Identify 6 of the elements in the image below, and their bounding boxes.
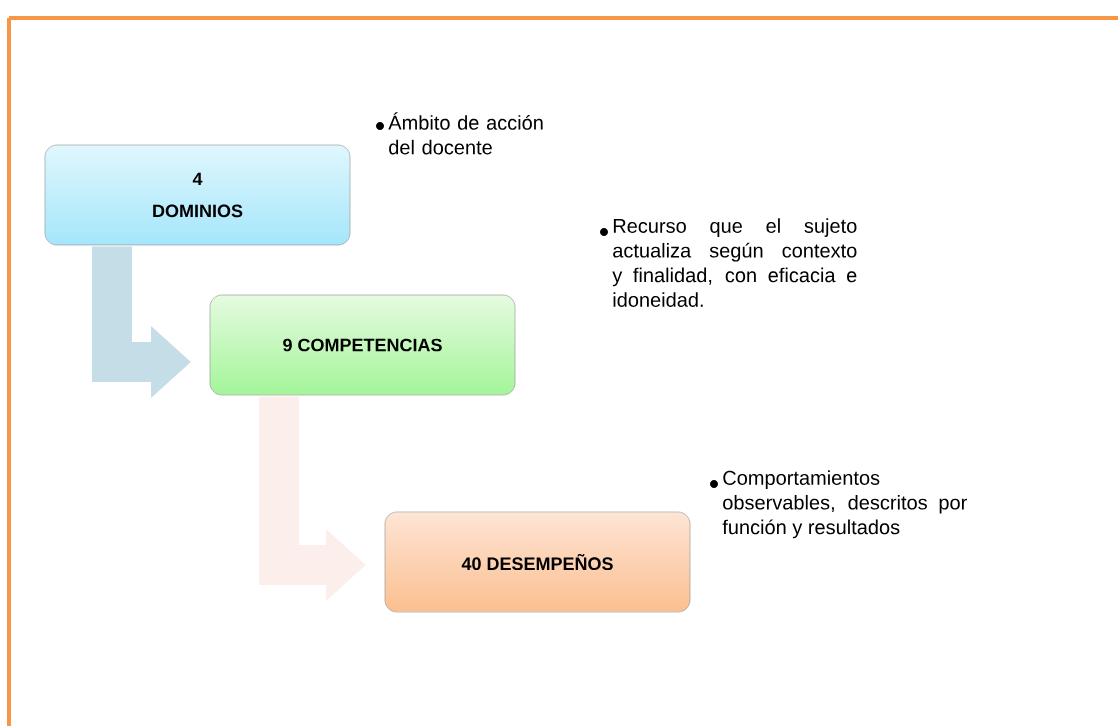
process-box: 9 COMPETENCIAS: [209, 294, 516, 396]
note-text: Recurso que el sujeto actualiza según contexto y finalidad, con eficacia e idoneidad.: [612, 218, 857, 307]
process-box: 40 DESEMPEÑOS: [384, 511, 691, 613]
note-text: Ámbito de acción del docente: [388, 112, 543, 155]
process-box: 4 DOMINIOS: [44, 144, 351, 246]
note-text: Comportamientos observables, descritos por función y resultados: [722, 470, 967, 539]
